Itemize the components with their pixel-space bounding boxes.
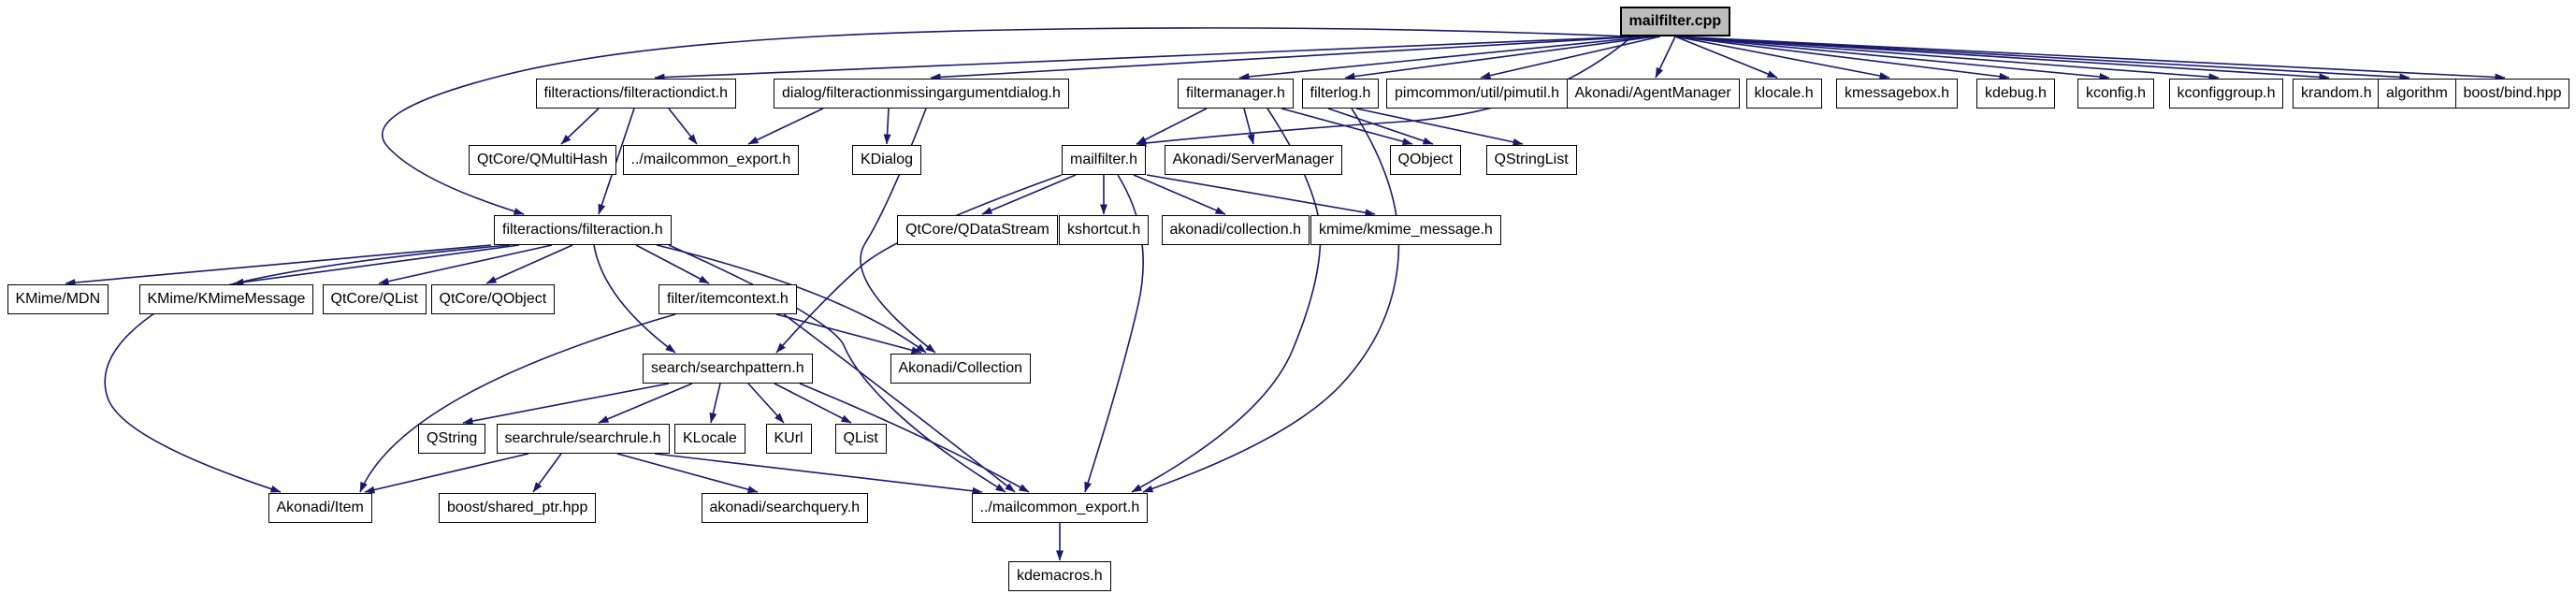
node-akonadi-collection[interactable]: Akonadi/Collection <box>890 354 1032 384</box>
node-qmultihash[interactable]: QtCore/QMultiHash <box>469 145 616 175</box>
include-edge-filteraction-to-akonadi-item <box>104 244 511 493</box>
include-edge-mailfilter-cpp-to-klocale-h <box>1674 36 1778 79</box>
node-itemcontext[interactable]: filter/itemcontext.h <box>658 284 797 314</box>
node-mailcommonexport2[interactable]: ../mailcommon_export.h <box>622 145 800 175</box>
node-missingarg[interactable]: dialog/filteractionmissingargumentdialog… <box>774 79 1069 109</box>
node-kshortcut[interactable]: kshortcut.h <box>1059 215 1150 245</box>
node-qdatastream[interactable]: QtCore/QDataStream <box>897 215 1058 245</box>
node-agentmanager[interactable]: Akonadi/AgentManager <box>1566 79 1740 109</box>
include-edge-mailfilter-cpp-to-kdebug <box>1674 36 2010 80</box>
node-klocale2[interactable]: KLocale <box>674 424 745 454</box>
include-edge-filteraction-to-kmime-mdn <box>65 244 492 287</box>
node-qstringlist[interactable]: QStringList <box>1485 145 1577 175</box>
node-servermanager[interactable]: Akonadi/ServerManager <box>1164 145 1343 175</box>
include-edge-searchpattern-to-klocale2 <box>709 383 721 424</box>
include-edge-mailfilter-cpp-to-missingarg <box>930 36 1643 81</box>
include-edge-mailfilter-cpp-to-filtermanager <box>1238 36 1652 80</box>
include-edge-searchpattern-to-kurl <box>747 383 785 424</box>
node-kdialog[interactable]: KDialog <box>852 145 922 175</box>
include-edge-filteractiondict-to-qmultihash <box>560 108 600 145</box>
node-mailcommonexport7[interactable]: ../mailcommon_export.h <box>971 493 1149 523</box>
include-edge-searchrule-to-searchquery <box>616 453 759 494</box>
include-edge-filtermanager-to-mailfilter-h <box>1136 108 1208 145</box>
node-qobject[interactable]: QObject <box>1389 145 1462 175</box>
node-searchpattern[interactable]: search/searchpattern.h <box>643 354 813 384</box>
node-algorithm[interactable]: algorithm <box>2378 79 2456 109</box>
include-edge-mailfilter-cpp-to-algorithm <box>1674 36 2410 81</box>
node-klocale-h[interactable]: klocale.h <box>1745 79 1822 109</box>
node-kdebug[interactable]: kdebug.h <box>1976 79 2055 109</box>
node-kurl[interactable]: KUrl <box>765 424 812 454</box>
include-edge-searchpattern-to-mailcommonexport7 <box>799 383 1030 493</box>
node-kdemacros[interactable]: kdemacros.h <box>1008 561 1111 591</box>
include-edge-mailfilter-h-to-qdatastream <box>981 174 1077 215</box>
include-edge-filtermanager-to-mailcommonexport7 <box>1131 108 1322 493</box>
include-edge-filtermanager-to-qobject <box>1281 108 1413 146</box>
include-edge-searchrule-to-akonadi-item <box>364 453 529 494</box>
node-kmessagebox[interactable]: kmessagebox.h <box>1836 79 1959 109</box>
node-akonadi-item[interactable]: Akonadi/Item <box>268 493 372 523</box>
include-edge-missingarg-to-kdialog <box>883 108 891 145</box>
include-edge-mailfilter-cpp-to-filterlog <box>1344 36 1657 80</box>
node-mailfilter-h[interactable]: mailfilter.h <box>1062 145 1147 175</box>
include-edge-mailfilter-cpp-to-kconfiggroup <box>1674 36 2220 81</box>
include-edge-searchpattern-to-searchrule <box>598 383 693 424</box>
include-edge-filterlog-to-qobject <box>1327 108 1434 145</box>
include-edge-searchpattern-to-qlist <box>774 383 852 424</box>
include-edge-mailfilter-cpp-to-mailfilter-h <box>1136 36 1633 147</box>
node-qlist[interactable]: QList <box>834 424 887 454</box>
include-edge-mailfilter-cpp-to-filteraction <box>382 27 1628 215</box>
include-edge-mailfilter-h-to-collection-h <box>1133 174 1226 215</box>
include-edge-filteraction-to-akonadi-collection <box>656 244 927 354</box>
node-qtcore-qlist[interactable]: QtCore/QList <box>322 284 427 314</box>
include-edge-searchpattern-to-qstring <box>462 383 670 425</box>
node-kmime-message[interactable]: kmime/kmime_message.h <box>1310 215 1501 245</box>
node-searchrule[interactable]: searchrule/searchrule.h <box>496 424 670 454</box>
include-edge-itemcontext-to-akonadi-collection <box>775 313 922 355</box>
node-kmime-mdn[interactable]: KMime/MDN <box>7 284 109 314</box>
include-edge-filtermanager-to-servermanager <box>1243 108 1255 145</box>
include-edge-searchrule-to-sharedptr <box>532 453 562 493</box>
node-filteractiondict[interactable]: filteractions/filteractiondict.h <box>535 79 737 109</box>
include-edge-filteraction-to-qtcore-qlist <box>378 244 553 285</box>
include-edge-mailfilter-h-to-kmime-message <box>1146 174 1376 217</box>
include-edge-mailfilter-cpp-to-filteractiondict <box>654 36 1638 81</box>
include-edge-mailfilter-h-to-searchpattern <box>775 174 1063 354</box>
node-filtermanager[interactable]: filtermanager.h <box>1178 79 1294 109</box>
include-edge-filteraction-to-itemcontext <box>635 244 710 284</box>
node-kconfig[interactable]: kconfig.h <box>2077 79 2155 109</box>
node-pimutil[interactable]: pimcommon/util/pimutil.h <box>1386 79 1569 109</box>
include-edge-filterlog-to-qstringlist <box>1355 108 1524 146</box>
node-filteraction[interactable]: filteractions/filteraction.h <box>494 215 672 245</box>
node-collection-h[interactable]: akonadi/collection.h <box>1161 215 1310 245</box>
include-edge-filteraction-to-kmime-kmimemessage <box>233 244 520 286</box>
include-edge-mailfilter-cpp-to-agentmanager <box>1655 36 1676 79</box>
include-edge-itemcontext-to-akonadi-item <box>359 313 676 493</box>
include-edge-filteractiondict-to-mailcommonexport2 <box>668 108 698 145</box>
include-edge-mailfilter-cpp-to-boostbind <box>1674 36 2506 81</box>
include-edge-mailfilter-cpp-to-kconfig <box>1674 36 2110 80</box>
node-searchquery[interactable]: akonadi/searchquery.h <box>701 493 869 523</box>
include-edge-mailfilter-cpp-to-krandom <box>1674 36 2330 81</box>
include-edge-filterlog-to-mailcommonexport7 <box>1142 108 1400 493</box>
include-edge-filteraction-to-searchpattern <box>593 244 676 354</box>
include-edge-mailfilter-cpp-to-pimutil <box>1480 36 1661 80</box>
node-kmime-kmimemessage[interactable]: KMime/KMimeMessage <box>138 284 314 314</box>
include-edge-missingarg-to-mailcommonexport2 <box>747 108 824 145</box>
node-boostbind[interactable]: boost/bind.hpp <box>2454 79 2570 109</box>
include-edge-searchrule-to-mailcommonexport7 <box>654 453 983 495</box>
node-krandom[interactable]: krandom.h <box>2293 79 2381 109</box>
include-edge-filteractiondict-to-filteraction <box>598 108 635 215</box>
include-edge-mailfilter-cpp-to-kmessagebox <box>1674 36 1890 80</box>
node-kconfiggroup[interactable]: kconfiggroup.h <box>2168 79 2284 109</box>
node-qtcore-qobject[interactable]: QtCore/QObject <box>430 284 556 314</box>
include-edge-filteraction-to-qtcore-qobject <box>485 244 573 284</box>
node-qstring[interactable]: QString <box>418 424 486 454</box>
node-mailfilter-cpp[interactable]: mailfilter.cpp <box>1619 7 1731 36</box>
node-filterlog[interactable]: filterlog.h <box>1301 79 1380 109</box>
node-sharedptr[interactable]: boost/shared_ptr.hpp <box>439 493 597 523</box>
